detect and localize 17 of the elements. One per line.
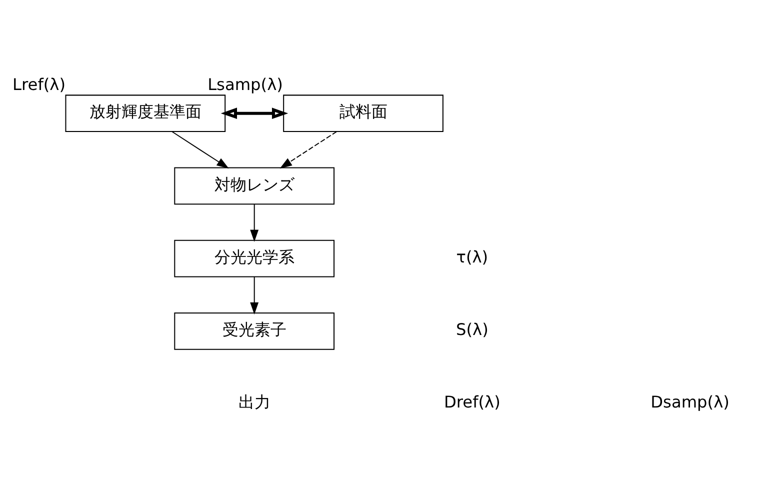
label: S(λ) [456, 320, 488, 340]
node-box: 試料面 [283, 94, 444, 132]
node-box: 受光素子 [174, 312, 335, 350]
arrow [280, 131, 337, 168]
arrow [220, 108, 288, 119]
arrow [250, 204, 259, 242]
node-box: 分光光学系 [174, 240, 335, 278]
node-label: Lref(λ) [12, 74, 66, 94]
node-box: 放射輝度基準面 [65, 94, 226, 132]
label: Dsamp(λ) [650, 392, 730, 412]
label: Dref(λ) [444, 392, 500, 412]
label: τ(λ) [456, 247, 488, 266]
label: 出力 [238, 392, 270, 412]
node-box: 対物レンズ [174, 167, 335, 205]
arrow [172, 131, 229, 168]
node-label: Lsamp(λ) [208, 74, 283, 94]
arrow [250, 277, 259, 314]
